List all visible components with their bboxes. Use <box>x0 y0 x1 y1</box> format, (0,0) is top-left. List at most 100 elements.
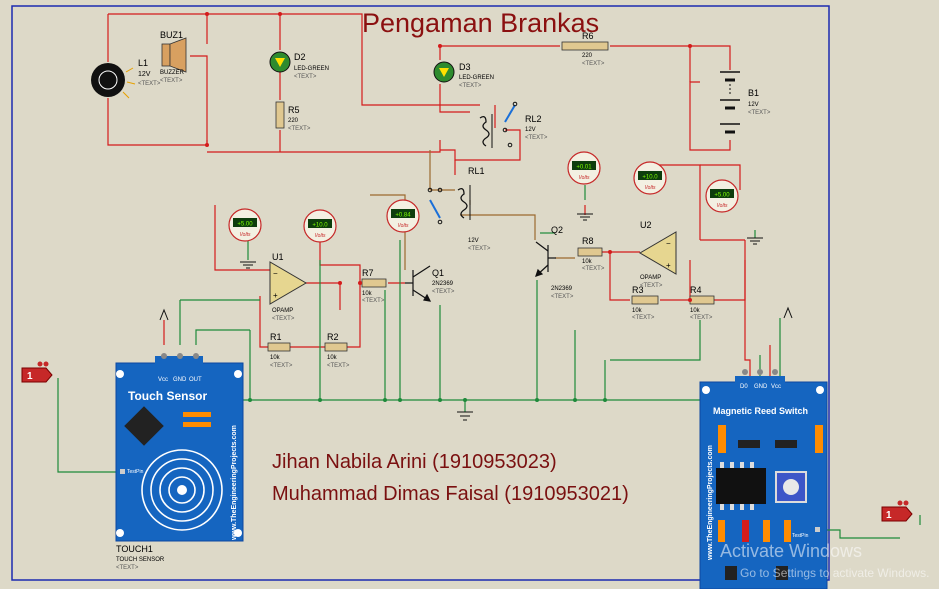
rl1-text: <TEXT> <box>468 246 491 252</box>
resistor-r3[interactable] <box>631 295 659 305</box>
battery-b1[interactable] <box>720 71 740 134</box>
voltmeter-vm1[interactable] <box>228 208 262 242</box>
led-d2[interactable] <box>269 51 291 73</box>
resistor-r8[interactable] <box>577 247 603 257</box>
r7-ref: R7 <box>362 268 374 278</box>
vm6-reading: +5.00 <box>714 193 730 199</box>
relay-rl1[interactable] <box>427 185 471 225</box>
u1-value: OPAMP <box>272 308 293 314</box>
reed-testpin: TestPin <box>792 533 809 539</box>
vm2-unit: Volts <box>315 233 326 239</box>
buz1-value: BUZZER <box>160 70 185 76</box>
voltmeter-vm4[interactable] <box>567 151 601 185</box>
r5-ref: R5 <box>288 105 300 115</box>
d2-value: LED-GREEN <box>294 66 329 72</box>
logic-probe-2[interactable] <box>881 500 913 522</box>
activate-windows-subtitle: Go to Settings to activate Windows. <box>740 566 930 580</box>
l1-ref: L1 <box>138 58 148 68</box>
resistor-r5[interactable] <box>275 101 285 129</box>
r6-ref: R6 <box>582 31 594 41</box>
power-wires <box>107 13 771 380</box>
voltmeter-vm3[interactable] <box>386 199 420 233</box>
resistor-r7[interactable] <box>361 278 387 288</box>
probe1-value: 1 <box>27 371 33 382</box>
page-title: Pengaman Brankas <box>362 8 600 38</box>
r2-ref: R2 <box>327 332 339 342</box>
junction-dots <box>205 12 692 302</box>
r1-ref: R1 <box>270 332 282 342</box>
touch1-text: <TEXT> <box>116 565 139 571</box>
author-2: Muhammad Dimas Faisal (1910953021) <box>272 483 629 505</box>
vm2-reading: +10.0 <box>312 223 328 229</box>
voltmeter-vm5[interactable] <box>633 161 667 195</box>
relay-rl2[interactable] <box>479 101 518 148</box>
transistor-q2[interactable] <box>535 241 556 277</box>
q1-ref: Q1 <box>432 268 444 278</box>
logic-probe-1[interactable] <box>21 361 53 383</box>
vm4-unit: Volts <box>579 175 590 181</box>
rl2-text: <TEXT> <box>525 135 548 141</box>
ground-symbols <box>240 213 763 421</box>
buz1-ref: BUZ1 <box>160 30 183 40</box>
svg-text:+: + <box>273 291 278 300</box>
d3-value: LED-GREEN <box>459 75 494 81</box>
resistor-r6[interactable] <box>561 41 609 51</box>
opamp-u1[interactable]: − + <box>269 261 307 305</box>
vm3-unit: Volts <box>398 223 409 229</box>
r5-value: 220 <box>288 118 299 124</box>
lamp-l1[interactable] <box>91 63 136 99</box>
r3-text: <TEXT> <box>632 315 655 321</box>
u1-text: <TEXT> <box>272 316 295 322</box>
reed-pin-gnd: GND <box>754 384 768 390</box>
reed-switch-module[interactable] <box>699 369 828 589</box>
touch-testpin: TestPin <box>127 469 144 475</box>
r3-ref: R3 <box>632 285 644 295</box>
power-terminals <box>159 306 793 321</box>
voltmeter-vm6[interactable] <box>705 179 739 213</box>
resistor-r4[interactable] <box>689 295 715 305</box>
vm5-unit: Volts <box>645 185 656 191</box>
junction-dots-green <box>248 398 607 402</box>
svg-text:−: − <box>666 239 671 248</box>
r7-text: <TEXT> <box>362 298 385 304</box>
r8-text: <TEXT> <box>582 266 605 272</box>
vm5-reading: +10.0 <box>642 175 658 181</box>
svg-text:+: + <box>666 261 671 270</box>
activate-windows-title: Activate Windows <box>720 541 863 561</box>
vm1-reading: +5.00 <box>237 222 253 228</box>
touch-sensor-module[interactable] <box>115 353 244 542</box>
resistor-r1[interactable] <box>267 342 291 352</box>
buzzer-buz1[interactable] <box>161 37 187 73</box>
touch1-ref: TOUCH1 <box>116 544 153 554</box>
vm4-reading: +0.01 <box>576 165 592 171</box>
touch-title: Touch Sensor <box>128 389 207 403</box>
svg-text:−: − <box>273 269 278 278</box>
r3-value: 10k <box>632 308 643 314</box>
author-1: Jihan Nabila Arini (1910953023) <box>272 451 557 473</box>
probe2-value: 1 <box>886 510 892 521</box>
reed-title: Magnetic Reed Switch <box>713 406 808 416</box>
reed-pin-d0: D0 <box>740 384 748 390</box>
l1-text: <TEXT> <box>138 81 161 87</box>
bias-wires <box>370 150 575 270</box>
u2-value: OPAMP <box>640 275 661 281</box>
d3-ref: D3 <box>459 62 471 72</box>
vm6-unit: Volts <box>717 203 728 209</box>
touch1-value: TOUCH SENSOR <box>116 557 165 563</box>
q2-text: <TEXT> <box>551 294 574 300</box>
led-d3[interactable] <box>433 61 455 83</box>
sheet-border <box>11 5 830 581</box>
transistor-q1[interactable] <box>405 265 432 302</box>
u2-ref: U2 <box>640 220 652 230</box>
vm3-reading: +0.84 <box>395 213 411 219</box>
r1-value: 10k <box>270 355 281 361</box>
u2-text: <TEXT> <box>640 283 663 289</box>
opamp-u2[interactable]: − + <box>639 231 677 275</box>
q2-ref: Q2 <box>551 225 563 235</box>
resistor-r2[interactable] <box>324 342 348 352</box>
l1-value: 12V <box>138 71 151 78</box>
b1-value: 12V <box>748 102 759 108</box>
r8-value: 10k <box>582 259 593 265</box>
voltmeter-vm2[interactable] <box>303 209 337 243</box>
